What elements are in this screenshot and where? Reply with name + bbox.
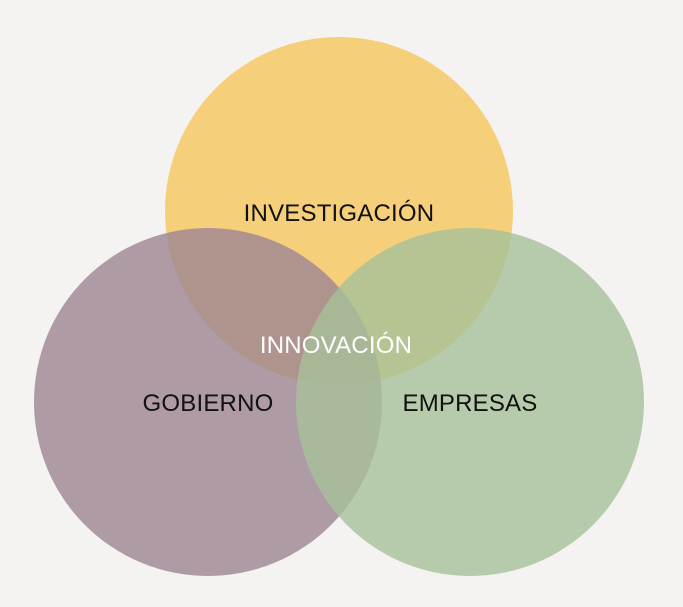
circle-gobierno [34,228,382,576]
label-gobierno: GOBIERNO [143,390,274,417]
label-empresas: EMPRESAS [403,390,538,417]
label-innovacion: INNOVACIÓN [260,332,412,359]
label-investigacion: INVESTIGACIÓN [244,200,435,227]
circle-empresas [296,228,644,576]
